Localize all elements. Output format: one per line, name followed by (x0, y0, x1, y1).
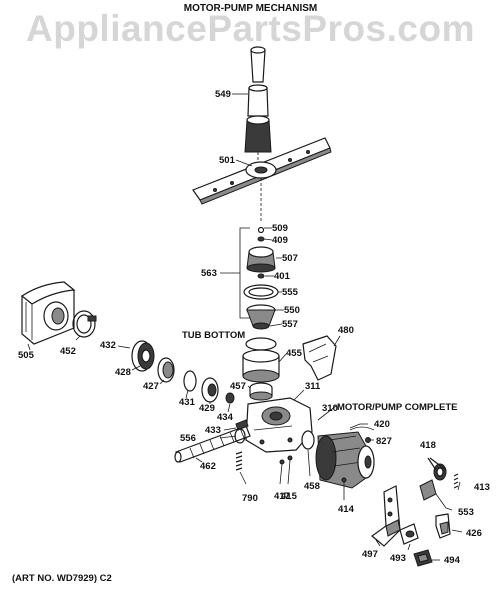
label-462[interactable]: 462 (200, 461, 216, 472)
label-409[interactable]: 409 (272, 235, 288, 246)
tub-bottom-seal (245, 337, 277, 351)
label-505[interactable]: 505 (18, 350, 34, 361)
label-458[interactable]: 458 (304, 481, 320, 492)
label-557[interactable]: 557 (282, 319, 298, 330)
bracket-563-group (239, 227, 250, 319)
part-501-spray-arm[interactable] (192, 137, 332, 222)
label-434[interactable]: 434 (217, 412, 233, 423)
part-509-409-small-parts[interactable] (257, 226, 265, 242)
part-310-motor[interactable] (315, 426, 375, 489)
part-426-clip[interactable] (435, 513, 451, 539)
label-549[interactable]: 549 (215, 89, 231, 100)
part-507-hub[interactable] (246, 246, 276, 273)
label-556[interactable]: 556 (180, 433, 196, 444)
label-480[interactable]: 480 (338, 325, 354, 336)
label-420[interactable]: 420 (374, 419, 390, 430)
part-494-mount[interactable] (413, 549, 433, 567)
label-555[interactable]: 555 (282, 287, 298, 298)
label-563[interactable]: 563 (201, 268, 217, 279)
label-426[interactable]: 426 (466, 528, 482, 539)
leader-lines (27, 93, 463, 561)
caption-tub-bottom: TUB BOTTOM (182, 330, 246, 341)
label-457[interactable]: 457 (230, 381, 246, 392)
label-493[interactable]: 493 (390, 553, 406, 564)
label-452[interactable]: 452 (60, 346, 76, 357)
part-428-pump-cover[interactable] (131, 340, 155, 372)
part-420-wire[interactable] (349, 423, 361, 429)
label-507[interactable]: 507 (282, 253, 298, 264)
part-311-pump-body[interactable] (245, 397, 313, 453)
part-550-557-cup[interactable] (246, 304, 276, 330)
part-415-screw[interactable] (287, 455, 293, 461)
part-434-washer[interactable] (225, 392, 235, 404)
diagram-title: MOTOR-PUMP MECHANISM (183, 3, 318, 14)
part-458-seal[interactable] (301, 430, 315, 450)
part-497-motor-bracket[interactable] (371, 485, 401, 547)
label-501[interactable]: 501 (219, 155, 235, 166)
label-497[interactable]: 497 (362, 549, 378, 560)
label-827[interactable]: 827 (376, 436, 392, 447)
part-493-grommet[interactable] (399, 523, 419, 545)
label-509[interactable]: 509 (272, 223, 288, 234)
part-555-ring[interactable] (243, 284, 279, 300)
part-401-washer[interactable] (257, 273, 265, 279)
label-418[interactable]: 418 (420, 440, 436, 451)
label-311[interactable]: 311 (305, 381, 321, 392)
label-415[interactable]: 415 (281, 491, 297, 502)
label-431[interactable]: 431 (179, 397, 195, 408)
part-549-tube[interactable] (244, 46, 272, 160)
label-790[interactable]: 790 (242, 493, 258, 504)
label-455[interactable]: 455 (286, 348, 302, 359)
label-553[interactable]: 553 (458, 507, 474, 518)
part-427-impeller[interactable] (157, 357, 175, 383)
label-550[interactable]: 550 (284, 305, 300, 316)
label-401[interactable]: 401 (274, 271, 290, 282)
label-413[interactable]: 413 (474, 482, 490, 493)
part-455-housing[interactable] (242, 349, 280, 383)
label-494[interactable]: 494 (444, 555, 460, 566)
part-505-filter-housing[interactable] (20, 281, 76, 345)
label-417[interactable]: 417 (274, 491, 290, 502)
label-414[interactable]: 414 (338, 504, 354, 515)
part-417-screw[interactable] (279, 459, 285, 465)
label-429[interactable]: 429 (199, 403, 215, 414)
label-432[interactable]: 432 (100, 340, 116, 351)
part-457-ring[interactable] (249, 382, 273, 401)
part-413-spring[interactable] (453, 473, 459, 489)
part-553-screw[interactable] (435, 493, 447, 509)
caption-art-number: (ART NO. WD7929) C2 (12, 573, 112, 584)
part-790-spring[interactable] (235, 451, 243, 471)
part-414-screw[interactable] (341, 477, 347, 483)
caption-motor-pump-complete: MOTOR/PUMP COMPLETE (337, 402, 458, 413)
label-428[interactable]: 428 (115, 367, 131, 378)
part-429-plate[interactable] (201, 377, 219, 403)
label-433[interactable]: 433 (205, 425, 221, 436)
part-418-mount-parts[interactable] (419, 457, 447, 501)
label-427[interactable]: 427 (143, 381, 159, 392)
part-480-bracket[interactable] (302, 335, 337, 381)
label-310[interactable]: 310 (322, 403, 338, 414)
part-431-gasket[interactable] (183, 370, 197, 392)
part-462-drain-hose[interactable] (174, 425, 251, 463)
part-452-clamp[interactable] (72, 310, 97, 338)
